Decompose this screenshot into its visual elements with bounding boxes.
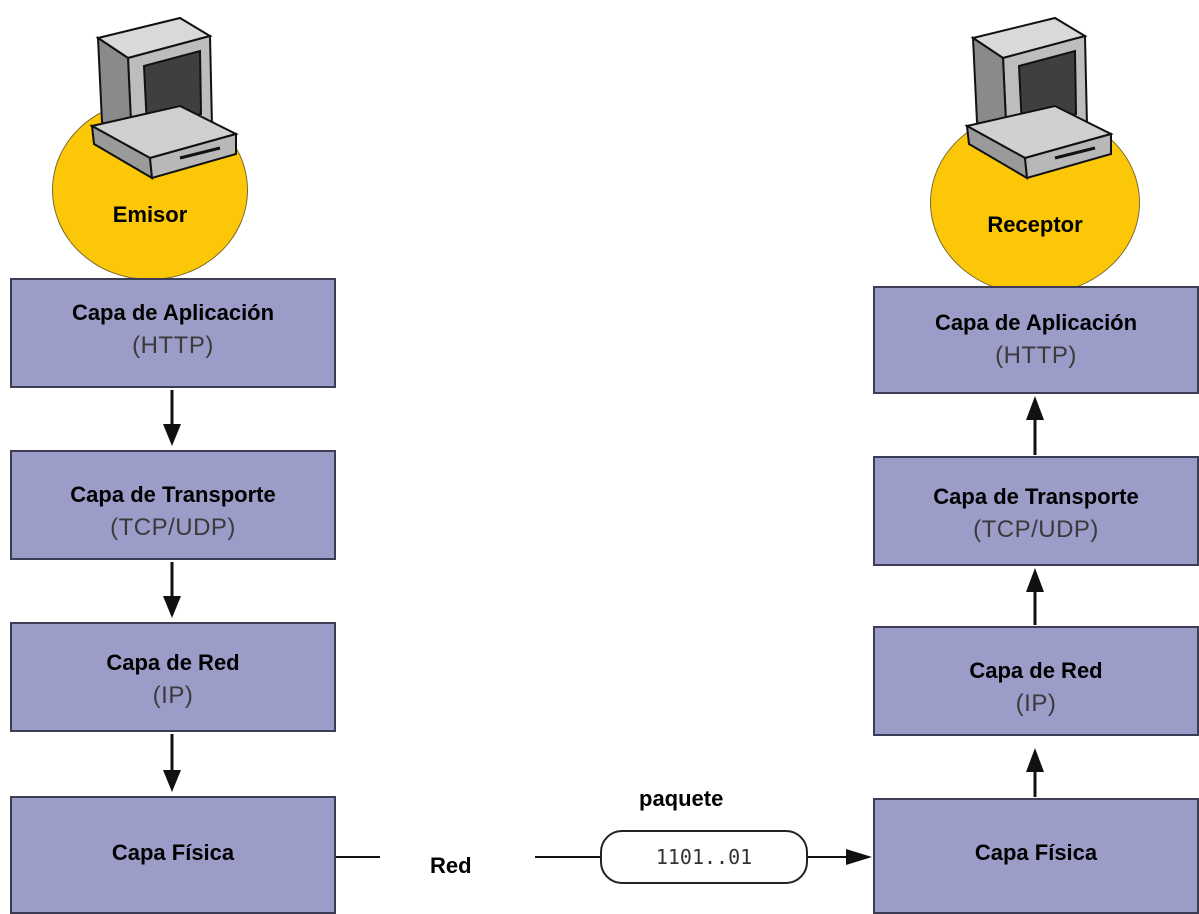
layer-title: Capa de Aplicación	[71, 300, 275, 325]
packet-box: 1101..01	[600, 830, 808, 884]
layer-protocol: (TCP/UDP)	[973, 516, 1099, 543]
receiver-arrow-up-1	[1026, 396, 1044, 455]
receiver-arrow-up-2	[1026, 568, 1044, 625]
layer-title: Capa de Transporte	[933, 484, 1139, 509]
sender-computer-body	[89, 16, 239, 180]
receiver-label: Receptor	[987, 212, 1083, 237]
sender-transport-layer: Capa de Transporte (TCP/UDP)	[10, 450, 336, 560]
layer-protocol: (HTTP)	[995, 342, 1077, 369]
layer-title: Capa de Red	[106, 650, 240, 675]
network-arrow-right	[806, 849, 872, 865]
sender-arrow-down-1	[163, 390, 181, 446]
sender-arrow-down-2	[163, 562, 181, 618]
layer-title: Capa Física	[974, 840, 1098, 865]
layer-title: Capa de Transporte	[70, 482, 276, 507]
receiver-network-layer: Capa de Red (IP)	[873, 626, 1199, 736]
layer-title: Capa de Aplicación	[934, 310, 1138, 335]
packet-label: paquete	[639, 786, 724, 811]
receiver-application-layer: Capa de Aplicación (HTTP)	[873, 286, 1199, 394]
receiver-physical-layer: Capa Física	[873, 798, 1199, 914]
network-label: Red	[430, 853, 472, 878]
receiver-arrow-up-3	[1026, 748, 1044, 797]
sender-application-layer: Capa de Aplicación (HTTP)	[10, 278, 336, 388]
layer-protocol: (IP)	[1015, 690, 1057, 717]
layer-protocol: (IP)	[152, 682, 194, 709]
layer-title: Capa Física	[111, 840, 235, 865]
receiver-transport-layer: Capa de Transporte (TCP/UDP)	[873, 456, 1199, 566]
sender-arrow-down-3	[163, 734, 181, 792]
sender-label: Emisor	[112, 202, 188, 227]
sender-network-layer: Capa de Red (IP)	[10, 622, 336, 732]
receiver-computer-icon	[964, 16, 1114, 180]
layer-title: Capa de Red	[969, 658, 1103, 683]
layer-protocol: (HTTP)	[132, 332, 214, 359]
layer-protocol: (TCP/UDP)	[110, 514, 236, 541]
